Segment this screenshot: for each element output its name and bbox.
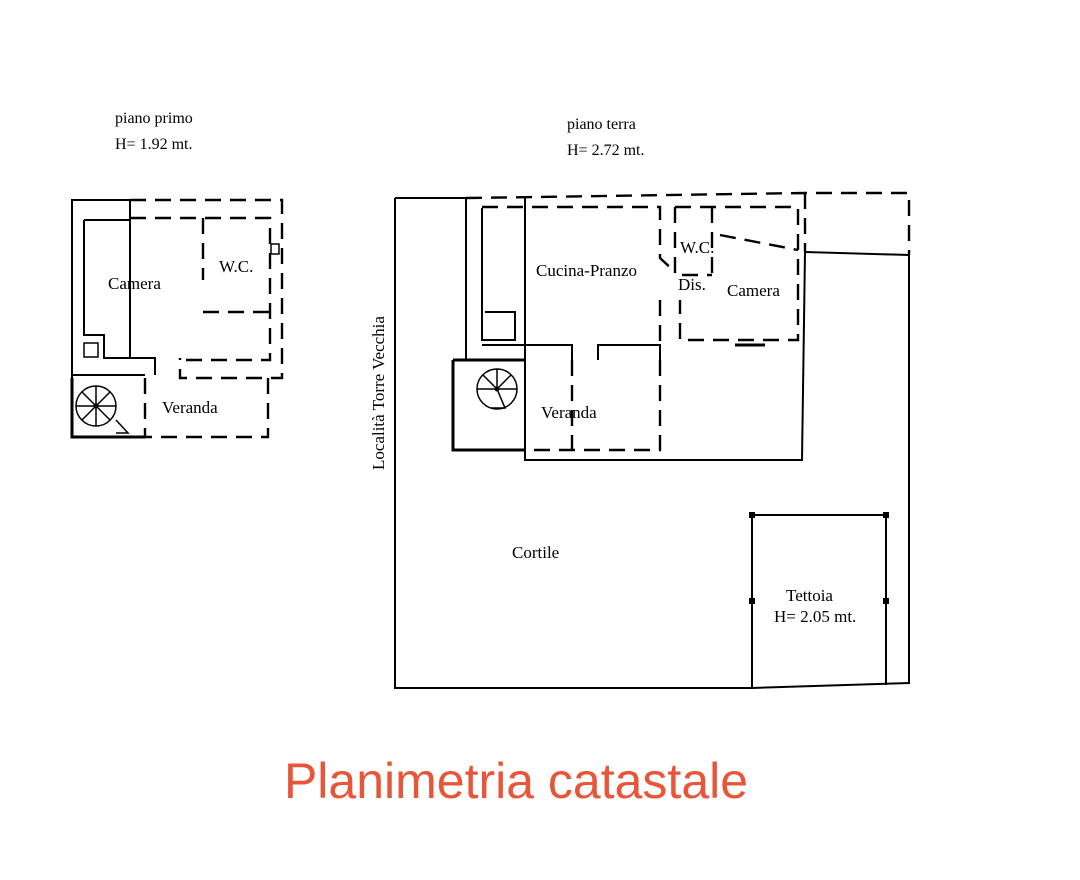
ground-floor-dashed-walls (465, 191, 911, 452)
first-floor-spiral-stair (75, 385, 130, 434)
ground-floor-walls (465, 198, 661, 360)
first-floor-walls (71, 199, 156, 438)
first-floor-wc-fixture (270, 243, 280, 255)
street-label: Località Torre Vecchia (369, 316, 388, 470)
canopy-structure (749, 512, 889, 688)
first-floor-title: piano primo (115, 110, 193, 127)
first-floor-plan: piano primo H= 1.92 mt. Camera W.C. Vera… (70, 110, 284, 439)
first-floor-stair-frame (70, 378, 145, 439)
first-floor-veranda-label: Veranda (162, 398, 218, 417)
stair-enclosure (451, 358, 526, 452)
ground-floor-plan: piano terra H= 2.72 mt. Località Torre V… (369, 116, 911, 689)
canopy-height: H= 2.05 mt. (774, 607, 856, 626)
plan-caption: Planimetria catastale (283, 753, 749, 809)
first-floor-dashed-walls (130, 198, 284, 439)
ground-floor-veranda-label: Veranda (541, 403, 597, 422)
dis-label: Dis. (678, 275, 706, 294)
canopy-label: Tettoia (786, 586, 833, 605)
ground-floor-title: piano terra (567, 116, 636, 133)
courtyard-label: Cortile (512, 543, 559, 562)
first-floor-height: H= 1.92 mt. (115, 136, 192, 153)
ground-floor-wc-label: W.C. (680, 238, 714, 257)
ground-floor-height: H= 2.72 mt. (567, 142, 644, 159)
ground-floor-spiral-stair (476, 368, 518, 410)
first-floor-stove (83, 342, 99, 358)
ground-floor-camera-label: Camera (727, 281, 780, 300)
first-floor-camera-label: Camera (108, 274, 161, 293)
kitchen-label: Cucina-Pranzo (536, 261, 637, 280)
first-floor-wc-label: W.C. (219, 257, 253, 276)
